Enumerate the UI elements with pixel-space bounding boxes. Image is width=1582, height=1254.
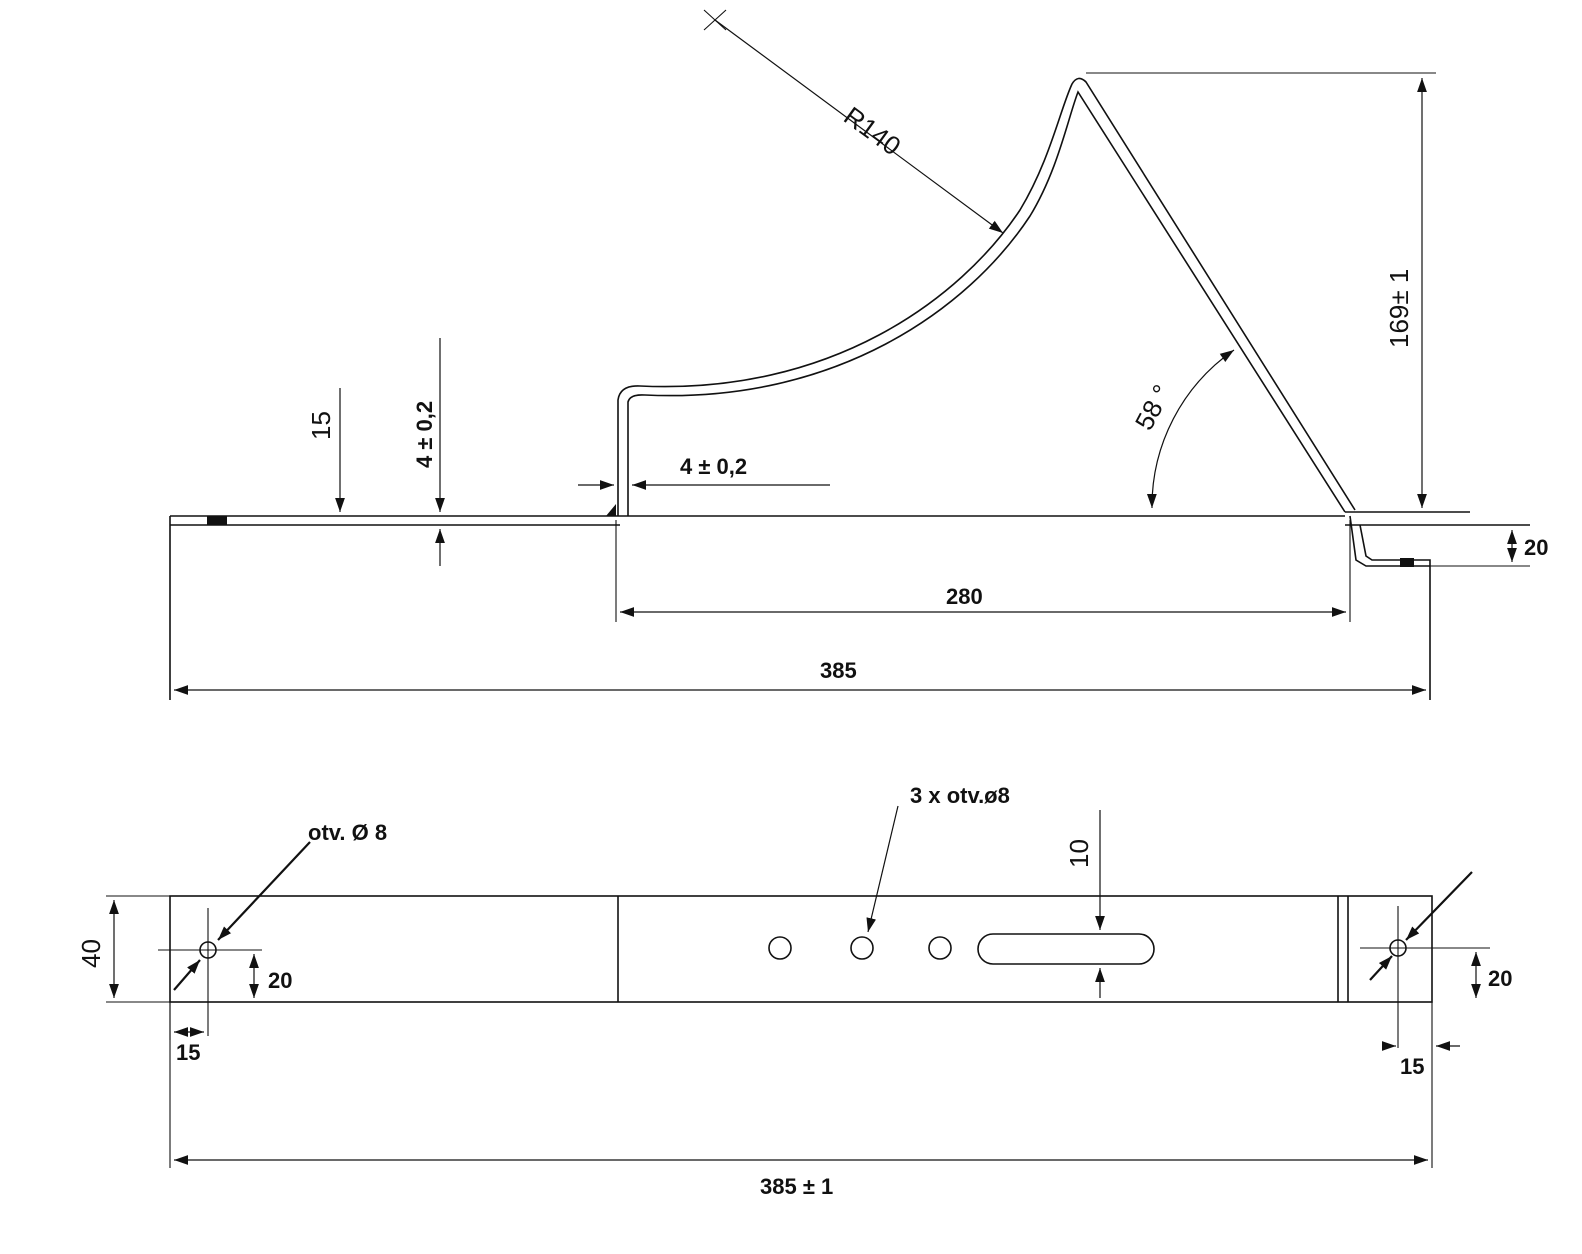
slot [977, 933, 1155, 965]
bracket-profile-inner [627, 90, 1346, 516]
radius-leader [714, 19, 1004, 234]
hole-center-2 [850, 936, 874, 960]
top-view: otv. Ø 8 3 x otv.ø8 10 40 20 15 20 15 38… [76, 783, 1512, 1199]
bracket-profile-outer [617, 77, 1356, 516]
hole-left-leader [217, 841, 311, 941]
hole-right-leader [1405, 871, 1473, 941]
slot-width-label: 10 [1064, 839, 1094, 868]
side-total-label: 385 [820, 658, 857, 683]
plate-outline [169, 895, 1433, 1003]
hole-right-y-label: 20 [1488, 966, 1512, 991]
weld-mark-left [207, 516, 227, 525]
hole-right-leader-back [1369, 955, 1393, 981]
base-plate-outline [169, 515, 1530, 700]
width-label: 40 [76, 939, 106, 968]
span-label: 280 [946, 584, 983, 609]
hole-center-1 [768, 936, 792, 960]
top-total-label: 385 ± 1 [760, 1174, 833, 1199]
hole-left-y-label: 20 [268, 968, 292, 993]
radius-label: R140 [838, 101, 906, 162]
hole-right-x-label: 15 [1400, 1054, 1424, 1079]
plate-thickness-label: 4 ± 0,2 [412, 401, 437, 468]
thickness-left-label: 15 [306, 411, 336, 440]
side-view: R140 169± 1 58 ° 15 4 ± 0,2 4 ± 0,2 20 2… [169, 9, 1548, 700]
step-profile [1349, 515, 1431, 700]
angle-arc [1146, 349, 1235, 509]
holes-center-leader [866, 805, 899, 933]
hole-left-x-label: 15 [176, 1040, 200, 1065]
wall-thickness-label: 4 ± 0,2 [680, 454, 747, 479]
hole-center-3 [928, 936, 952, 960]
hole-left-label: otv. Ø 8 [308, 820, 387, 845]
hole-left-leader-back [173, 959, 201, 991]
holes-center-label: 3 x otv.ø8 [910, 783, 1010, 808]
weld-mark-leg [606, 504, 616, 516]
height-label: 169± 1 [1384, 269, 1414, 348]
step-height-label: 20 [1524, 535, 1548, 560]
weld-mark-right [1400, 558, 1414, 567]
